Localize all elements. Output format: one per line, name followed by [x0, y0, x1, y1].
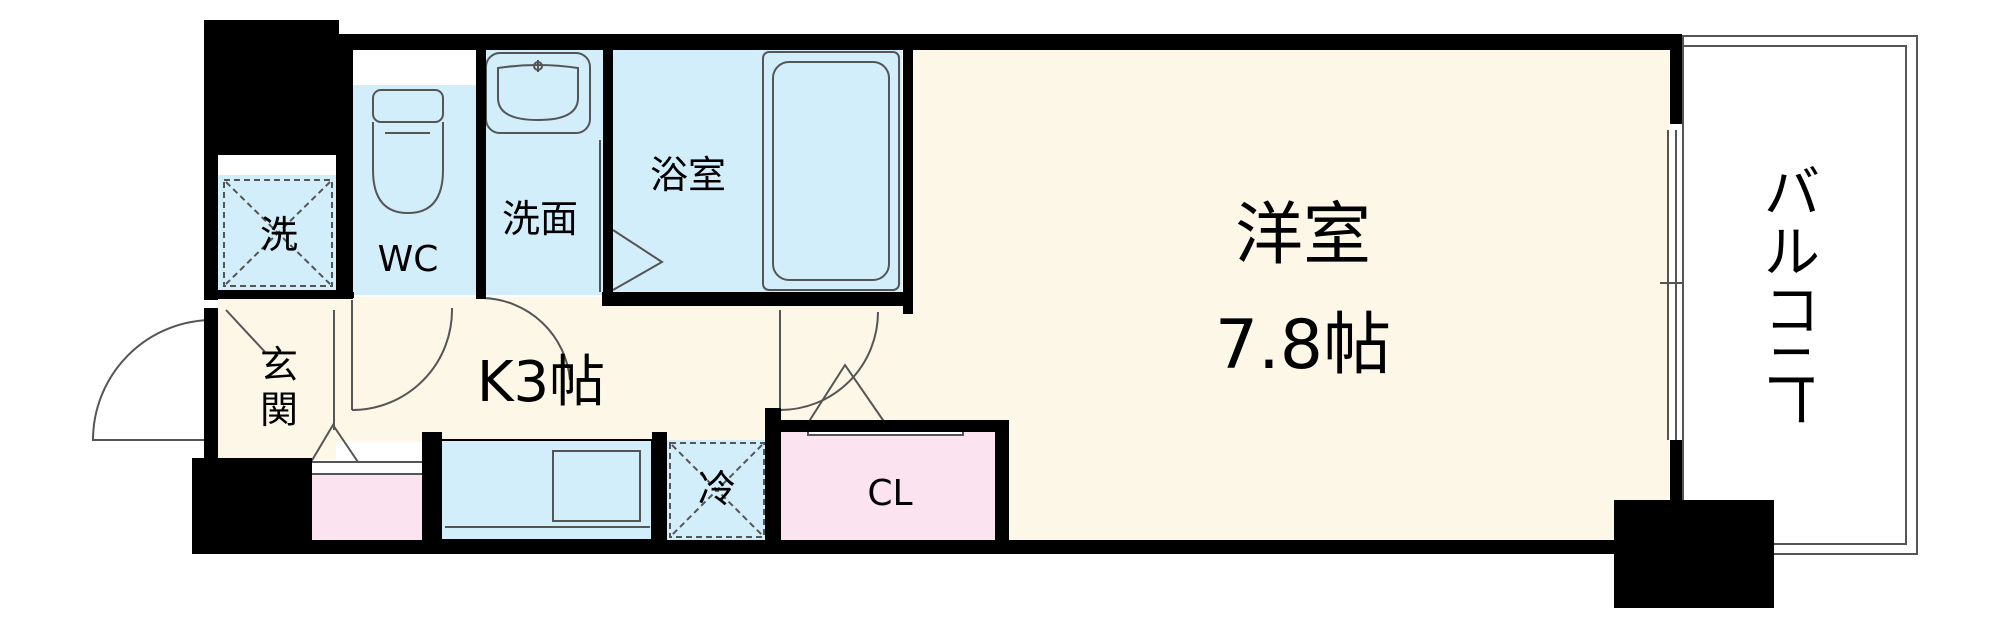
bathtub-icon	[762, 51, 900, 291]
washroom-label: 洗面	[502, 197, 578, 241]
wall-bottom	[300, 540, 1680, 554]
room-fills	[218, 38, 1669, 543]
walls	[192, 20, 1774, 608]
western-room-name: 洋室	[1235, 196, 1371, 275]
washroom-floor	[483, 50, 613, 295]
closet-folding-door	[807, 363, 886, 424]
bathroom-label: 浴室	[650, 153, 726, 197]
western-room-size: 7.8帖	[1215, 306, 1391, 385]
structural-column	[1614, 500, 1774, 608]
fridge-pad	[669, 442, 765, 538]
fridge-label: 冷	[698, 467, 736, 511]
shoe-storage	[310, 471, 430, 543]
toilet-bowl-icon	[372, 89, 444, 215]
balcony	[1660, 35, 1918, 555]
balcony-label-char-1: バ	[1764, 161, 1820, 226]
wall-left-column	[204, 20, 339, 155]
room-labels: 洋室 7.8帖 K3帖 浴室 洗面 WC 洗 玄 関 冷 CL バ ル コ ニ …	[260, 153, 1831, 514]
bathroom-folding-door	[612, 229, 664, 291]
balcony-inner-rail	[1682, 45, 1907, 545]
wall-top	[339, 34, 1680, 50]
bathroom-floor	[613, 50, 902, 295]
entrance-label-char-1: 玄	[260, 343, 298, 387]
laundry-pan	[223, 179, 333, 287]
toilet-label: WC	[378, 239, 439, 280]
western-room-floor	[907, 38, 1669, 543]
laundry-label: 洗	[260, 213, 298, 257]
kitchen-sink-icon	[552, 450, 641, 522]
closet-label: CL	[867, 473, 912, 514]
kitchen-counter	[439, 439, 653, 541]
balcony-label-char-5: ー	[1766, 372, 1831, 428]
balcony-label-char-3: コ	[1764, 279, 1820, 344]
toilet-floor	[353, 85, 476, 295]
balcony-label-char-2: ル	[1764, 221, 1820, 286]
kitchen-label: K3帖	[477, 350, 605, 415]
wall-left-bottom	[192, 458, 312, 554]
balcony-label-char-4: ニ	[1764, 335, 1820, 400]
wall-mid	[204, 290, 344, 299]
entrance-label-char-2: 関	[260, 388, 298, 432]
closet-floor	[781, 432, 999, 542]
